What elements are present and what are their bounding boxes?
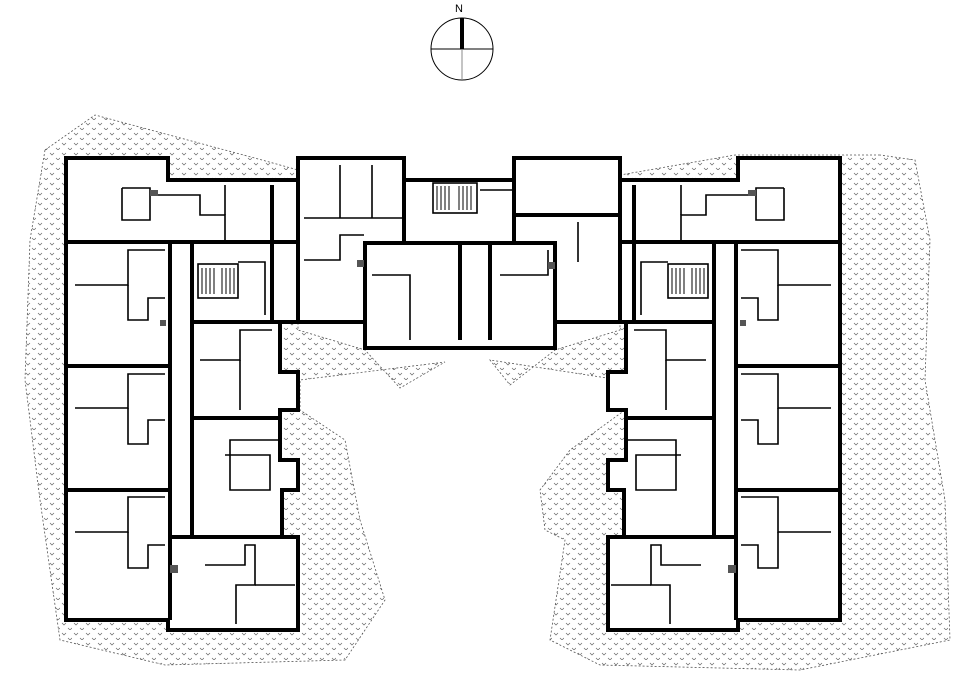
stair-icon: [432, 182, 478, 214]
stair-icon: [197, 263, 239, 299]
right-wing: [606, 156, 842, 632]
north-arrow-icon: [430, 17, 494, 81]
compass-north-label: N: [455, 3, 463, 15]
central-block: [296, 156, 622, 350]
left-wing: [64, 156, 300, 632]
